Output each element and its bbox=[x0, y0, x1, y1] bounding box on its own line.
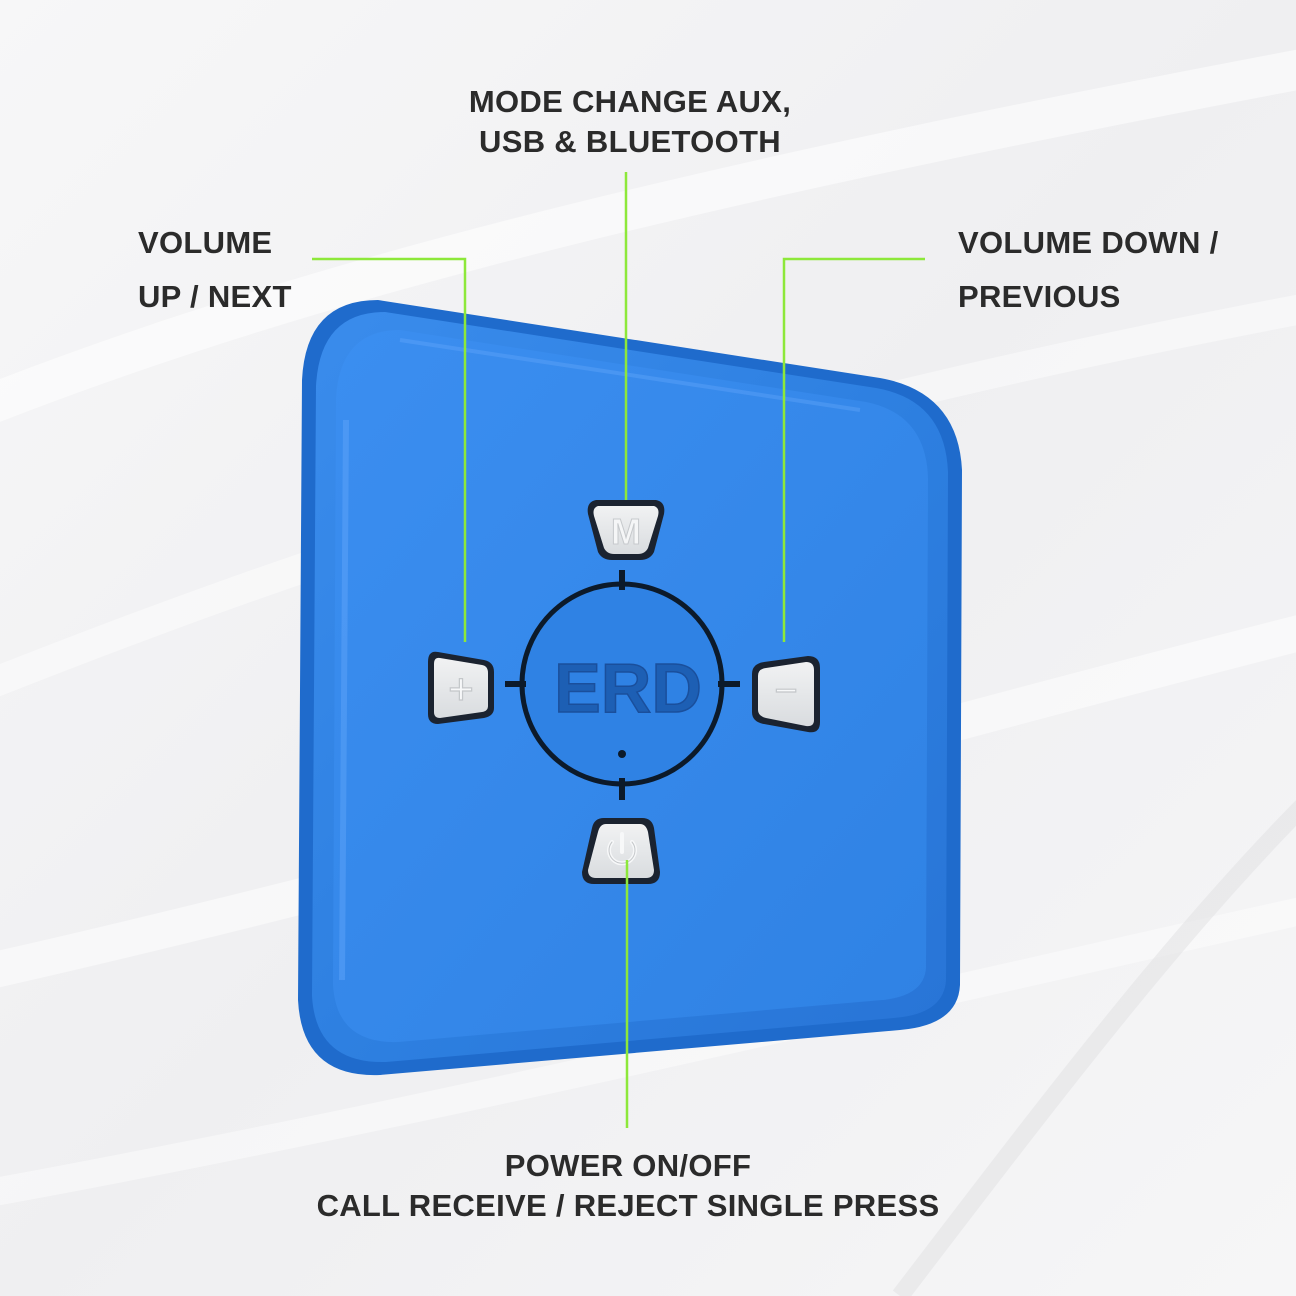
volume-up-label: VOLUME UP / NEXT bbox=[138, 216, 292, 324]
mode-change-label: MODE CHANGE AUX, USB & BLUETOOTH bbox=[380, 82, 880, 162]
logo-ring bbox=[505, 570, 740, 800]
volume-down-label-line1: VOLUME DOWN / bbox=[958, 225, 1219, 260]
power-button[interactable] bbox=[582, 818, 660, 884]
power-icon bbox=[607, 832, 637, 866]
leader-line-volume-down bbox=[782, 257, 925, 642]
volume-down-label-line2: PREVIOUS bbox=[958, 279, 1121, 314]
volume-up-label-line1: VOLUME bbox=[138, 225, 273, 260]
power-label-line1: POWER ON/OFF bbox=[504, 1148, 752, 1183]
brand-logo: ERD bbox=[554, 649, 702, 727]
leader-line-volume-up bbox=[312, 257, 467, 642]
mode-button[interactable]: M bbox=[587, 500, 665, 560]
mode-button-glyph: M bbox=[611, 511, 641, 552]
minus-icon: − bbox=[774, 669, 797, 713]
volume-up-label-line2: UP / NEXT bbox=[138, 279, 292, 314]
power-label-line2: CALL RECEIVE / REJECT SINGLE PRESS bbox=[316, 1188, 940, 1223]
plus-icon: + bbox=[448, 665, 474, 714]
volume-up-button[interactable]: + bbox=[428, 651, 494, 724]
mode-change-label-line1: MODE CHANGE AUX, bbox=[468, 84, 792, 119]
volume-down-button[interactable]: − bbox=[752, 656, 820, 733]
power-label: POWER ON/OFF CALL RECEIVE / REJECT SINGL… bbox=[258, 1146, 998, 1226]
leader-lines bbox=[312, 172, 925, 1128]
speaker-device: ERD M + − bbox=[298, 300, 962, 1076]
volume-down-label: VOLUME DOWN / PREVIOUS bbox=[958, 216, 1219, 324]
mode-change-label-line2: USB & BLUETOOTH bbox=[479, 124, 781, 159]
